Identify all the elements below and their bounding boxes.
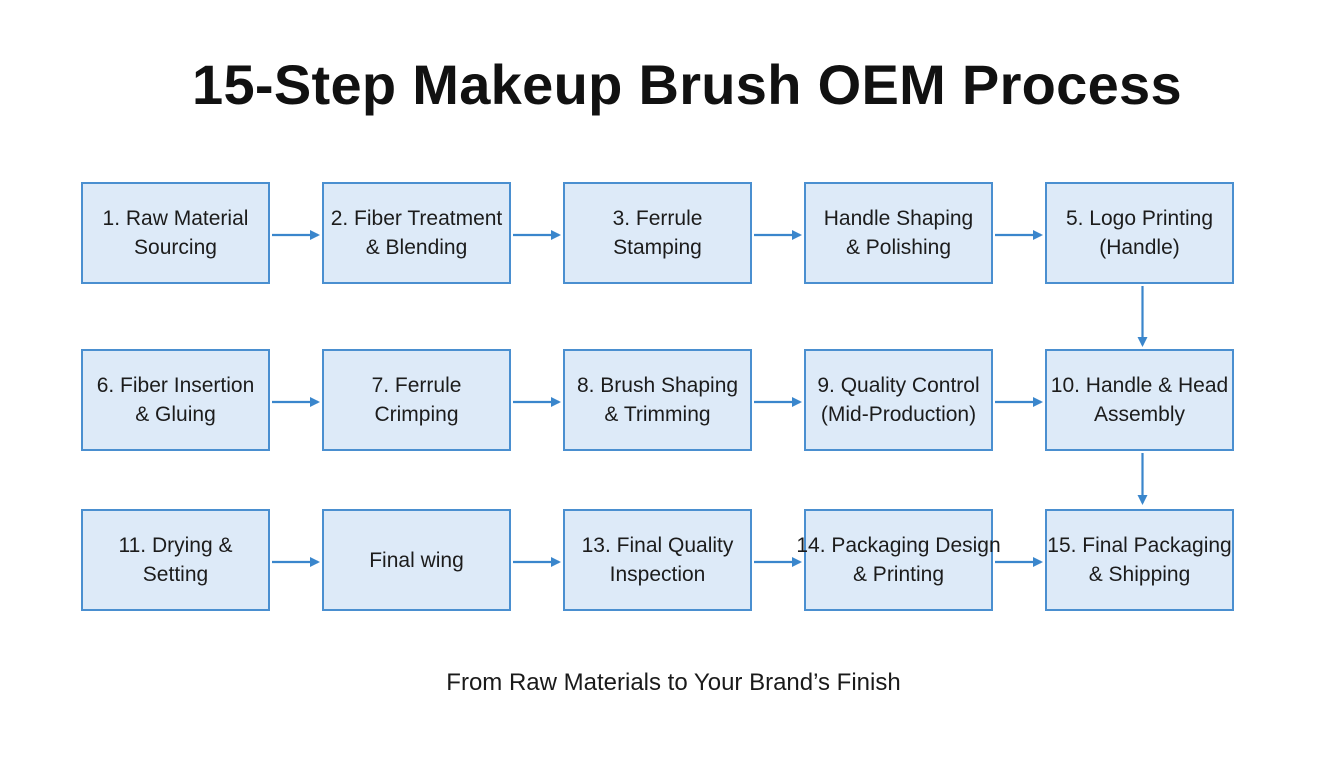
diagram-subtitle: From Raw Materials to Your Brand’s Finis… [446, 669, 901, 696]
step-label: 7. Ferrule Crimping [371, 374, 462, 426]
step-box-4: Handle Shaping & Polishing [804, 182, 993, 284]
step-label: 2. Fiber Treatment & Blending [330, 207, 503, 259]
step-box-8: 8. Brush Shaping & Trimming [563, 349, 752, 451]
step-box-12: Final wing [322, 509, 511, 611]
step-label: Handle Shaping & Polishing [823, 207, 974, 259]
step-label: 11. Drying & Setting [118, 534, 233, 586]
step-box-15: 15. Final Packaging & Shipping [1045, 509, 1234, 611]
step-box-5: 5. Logo Printing (Handle) [1045, 182, 1234, 284]
step-label: 6. Fiber Insertion & Gluing [96, 374, 255, 426]
step-label: 1. Raw Material Sourcing [102, 207, 249, 259]
step-box-7: 7. Ferrule Crimping [322, 349, 511, 451]
page-title: 15-Step Makeup Brush OEM Process [192, 53, 1182, 116]
step-box-2: 2. Fiber Treatment & Blending [322, 182, 511, 284]
step-label: 13. Final Quality Inspection [581, 534, 734, 586]
step-box-9: 9. Quality Control (Mid-Production) [804, 349, 993, 451]
step-box-6: 6. Fiber Insertion & Gluing [81, 349, 270, 451]
step-box-11: 11. Drying & Setting [81, 509, 270, 611]
step-label: 10. Handle & Head Assembly [1050, 374, 1229, 426]
step-box-1: 1. Raw Material Sourcing [81, 182, 270, 284]
step-label: Final wing [369, 548, 464, 572]
step-box-10: 10. Handle & Head Assembly [1045, 349, 1234, 451]
step-box-14: 14. Packaging Design & Printing [796, 509, 1001, 611]
step-label: 14. Packaging Design & Printing [796, 534, 1001, 586]
step-label: 5. Logo Printing (Handle) [1065, 207, 1214, 259]
step-box-3: 3. Ferrule Stamping [563, 182, 752, 284]
step-label: 15. Final Packaging & Shipping [1047, 534, 1232, 586]
step-label: 8. Brush Shaping & Trimming [576, 374, 739, 426]
step-label: 9. Quality Control (Mid-Production) [817, 374, 980, 426]
step-box-13: 13. Final Quality Inspection [563, 509, 752, 611]
step-label: 3. Ferrule Stamping [612, 207, 703, 259]
arrow-group [272, 230, 1148, 567]
